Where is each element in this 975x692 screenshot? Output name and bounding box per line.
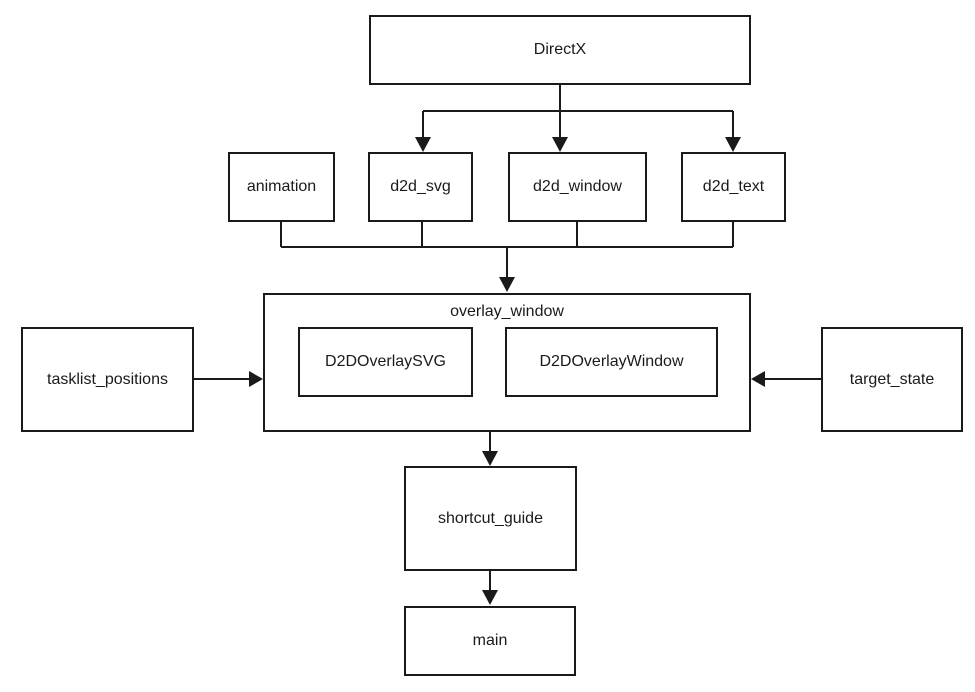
edge-tasklist-positions-to-overlay-window bbox=[194, 371, 263, 387]
arrowhead-into-overlay-window-left bbox=[249, 371, 263, 387]
node-shortcut-guide-label: shortcut_guide bbox=[438, 509, 543, 527]
edge-shortcut-guide-to-main bbox=[482, 571, 498, 605]
node-directx: DirectX bbox=[369, 15, 751, 85]
arrowhead-into-d2d-window bbox=[552, 137, 568, 152]
edge-row2-bus-lines bbox=[280, 221, 734, 278]
node-d2d-svg: d2d_svg bbox=[368, 152, 473, 222]
node-tasklist-positions-label: tasklist_positions bbox=[47, 370, 168, 388]
node-d2doverlaysvg-label: D2DOverlaySVG bbox=[325, 353, 446, 371]
edge-overlay-window-to-shortcut-guide bbox=[482, 432, 498, 466]
arrowhead-into-shortcut-guide bbox=[482, 451, 498, 466]
node-d2d-text: d2d_text bbox=[681, 152, 786, 222]
edge-directx-fanout bbox=[415, 84, 741, 152]
arrowhead-into-d2d-text bbox=[725, 137, 741, 152]
arrowhead-into-main bbox=[482, 590, 498, 605]
node-overlay-window: overlay_window D2DOverlaySVG D2DOverlayW… bbox=[263, 293, 751, 432]
arrowhead-into-d2d-svg bbox=[415, 137, 431, 152]
node-d2doverlaywindow: D2DOverlayWindow bbox=[505, 327, 718, 397]
edge-row2-to-overlay-window bbox=[280, 221, 734, 292]
node-animation: animation bbox=[228, 152, 335, 222]
arrowhead-into-overlay-window-right bbox=[751, 371, 765, 387]
node-shortcut-guide: shortcut_guide bbox=[404, 466, 577, 571]
node-animation-label: animation bbox=[246, 178, 317, 196]
arrowhead-into-overlay-window-top bbox=[499, 277, 515, 292]
edge-target-state-to-overlay-window bbox=[751, 371, 821, 387]
node-d2d-window: d2d_window bbox=[508, 152, 647, 222]
node-target-state: target_state bbox=[821, 327, 963, 432]
node-d2d-text-label: d2d_text bbox=[702, 178, 765, 196]
node-directx-label: DirectX bbox=[533, 41, 587, 59]
node-d2doverlaywindow-label: D2DOverlayWindow bbox=[539, 353, 684, 371]
node-main-label: main bbox=[472, 632, 508, 650]
node-tasklist-positions: tasklist_positions bbox=[21, 327, 194, 432]
node-main: main bbox=[404, 606, 576, 676]
node-overlay-window-label: overlay_window bbox=[450, 303, 564, 320]
node-d2d-window-label: d2d_window bbox=[533, 178, 622, 196]
node-d2d-svg-label: d2d_svg bbox=[390, 178, 451, 196]
node-target-state-label: target_state bbox=[849, 370, 935, 388]
edge-directx-fanout-lines bbox=[422, 84, 734, 138]
node-d2doverlaysvg: D2DOverlaySVG bbox=[298, 327, 473, 397]
